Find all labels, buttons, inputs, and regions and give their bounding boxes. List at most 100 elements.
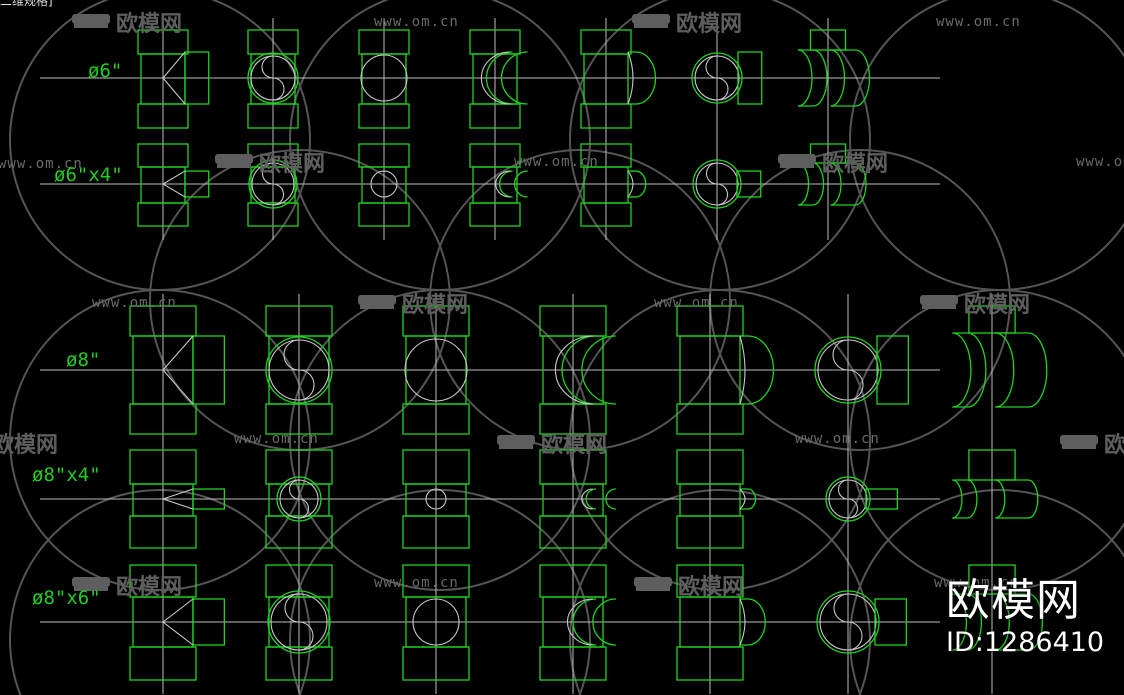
fitting-outline [265, 646, 333, 681]
watermark-url: www.om.cn [374, 575, 459, 591]
fitting-outline [358, 103, 410, 129]
fitting [676, 305, 775, 435]
svg-text:欧模网: 欧模网 [678, 574, 744, 600]
watermark-url: www.om.cn [0, 156, 82, 172]
svg-text:www.om.cn: www.om.cn [936, 14, 1021, 30]
brand-id: ID:1286410 [946, 627, 1105, 658]
fitting [692, 159, 762, 209]
fitting [402, 305, 470, 435]
row-8in [129, 305, 1048, 435]
watermark-logo: 欧模网 [497, 432, 607, 458]
sofa-icon [72, 14, 110, 24]
fitting-outline [676, 646, 744, 681]
fitting [539, 449, 616, 549]
svg-text:www.om.cn: www.om.cn [92, 295, 177, 311]
size-labels: ø6"ø6"x4"ø8"ø8"x4"ø8"x6" [32, 60, 123, 609]
fitting [816, 590, 908, 654]
fitting-outline [876, 335, 910, 405]
fitting [539, 564, 616, 681]
svg-text:欧模网: 欧模网 [0, 432, 58, 458]
fitting-outline [968, 305, 1016, 334]
fitting-outline [129, 403, 197, 435]
fitting-outline [402, 646, 470, 681]
fitting-outline [968, 564, 1016, 595]
svg-text:欧模网: 欧模网 [964, 292, 1030, 318]
fitting [814, 335, 910, 405]
fitting [797, 29, 871, 107]
watermark-arc [849, 0, 1124, 291]
fitting-outline [809, 29, 847, 51]
row-6in [137, 29, 871, 129]
fitting-outline [809, 143, 847, 164]
size-label: ø6" [88, 60, 122, 82]
row-8x6 [129, 564, 1043, 681]
row-8x4 [129, 449, 1039, 549]
fitting [129, 305, 226, 435]
fitting-outline [247, 202, 299, 227]
svg-text:欧模网: 欧模网 [259, 151, 325, 177]
svg-text:www.om.cn: www.om.cn [795, 431, 880, 447]
svg-text:欧模网: 欧模网 [402, 292, 468, 318]
sofa-icon [358, 295, 396, 305]
watermark-url: www.om.cn [1076, 154, 1124, 170]
svg-text:www.om.cn: www.om.cn [374, 575, 459, 591]
svg-text:欧模网: 欧模网 [541, 432, 607, 458]
pipe-fittings [129, 29, 1048, 681]
fitting [676, 564, 766, 681]
watermark-logo: 欧模网 [920, 292, 1030, 318]
watermark-url: www.om.cn [234, 431, 318, 447]
fitting [247, 29, 299, 129]
fitting-outline [402, 403, 470, 435]
fitting-outline [676, 403, 744, 435]
fitting [676, 449, 757, 549]
fitting [952, 449, 1039, 519]
fitting-outline [676, 515, 744, 549]
svg-text:www.om.cn: www.om.cn [934, 575, 1019, 591]
watermark-url: www.om.cn [514, 154, 598, 170]
watermark-url: www.om.cn [934, 575, 1019, 591]
fitting [358, 143, 410, 227]
sofa-icon [778, 154, 816, 164]
fitting-outline [192, 488, 226, 510]
sofa-icon [497, 435, 535, 445]
fitting [247, 143, 299, 227]
watermark-logo: 欧模网 [634, 574, 744, 600]
size-label: ø8"x6" [32, 587, 101, 609]
fitting-outline [469, 202, 521, 227]
sofa-icon [634, 577, 672, 587]
watermark-logo: 欧模网 [1060, 432, 1124, 458]
fitting [952, 564, 1043, 651]
watermarks: 欧模网 www.om.cn 欧模网 www.om.cn www.om.cn 欧模网 www.… [0, 11, 1124, 600]
fitting-outline [539, 646, 607, 681]
svg-text:www.om.cn: www.om.cn [654, 295, 739, 311]
sofa-icon [215, 154, 253, 164]
sofa-icon [1060, 435, 1098, 445]
watermark-logo: 欧模网 [778, 151, 888, 177]
fitting [952, 305, 1048, 408]
svg-text:欧模网: 欧模网 [116, 11, 182, 37]
fitting-outline [865, 488, 899, 510]
watermark-arc [9, 489, 311, 695]
watermark-logo: 欧模网 [72, 11, 182, 37]
brand-watermark: 欧模网 ID:1286410 [946, 578, 1104, 658]
fitting-outline [402, 515, 470, 549]
fitting [825, 476, 899, 522]
fitting-outline [539, 515, 607, 549]
fitting-outline [137, 202, 189, 227]
watermark-arc [849, 489, 1124, 695]
fitting-outline [129, 646, 197, 681]
sofa-icon [72, 577, 110, 587]
watermark-arc [289, 289, 591, 591]
sofa-icon [632, 14, 670, 24]
brand-title: 欧模网 [946, 575, 1081, 626]
svg-text:www.om.cn: www.om.cn [374, 14, 459, 30]
fitting [265, 305, 333, 435]
svg-text:欧模网: 欧模网 [1104, 432, 1124, 458]
fitting [137, 143, 210, 227]
size-label: ø6"x4" [54, 164, 123, 186]
watermark-arc [9, 289, 311, 591]
watermark-logo: 欧模网 [72, 574, 182, 600]
fitting-outline [539, 403, 607, 435]
fitting [265, 449, 333, 549]
